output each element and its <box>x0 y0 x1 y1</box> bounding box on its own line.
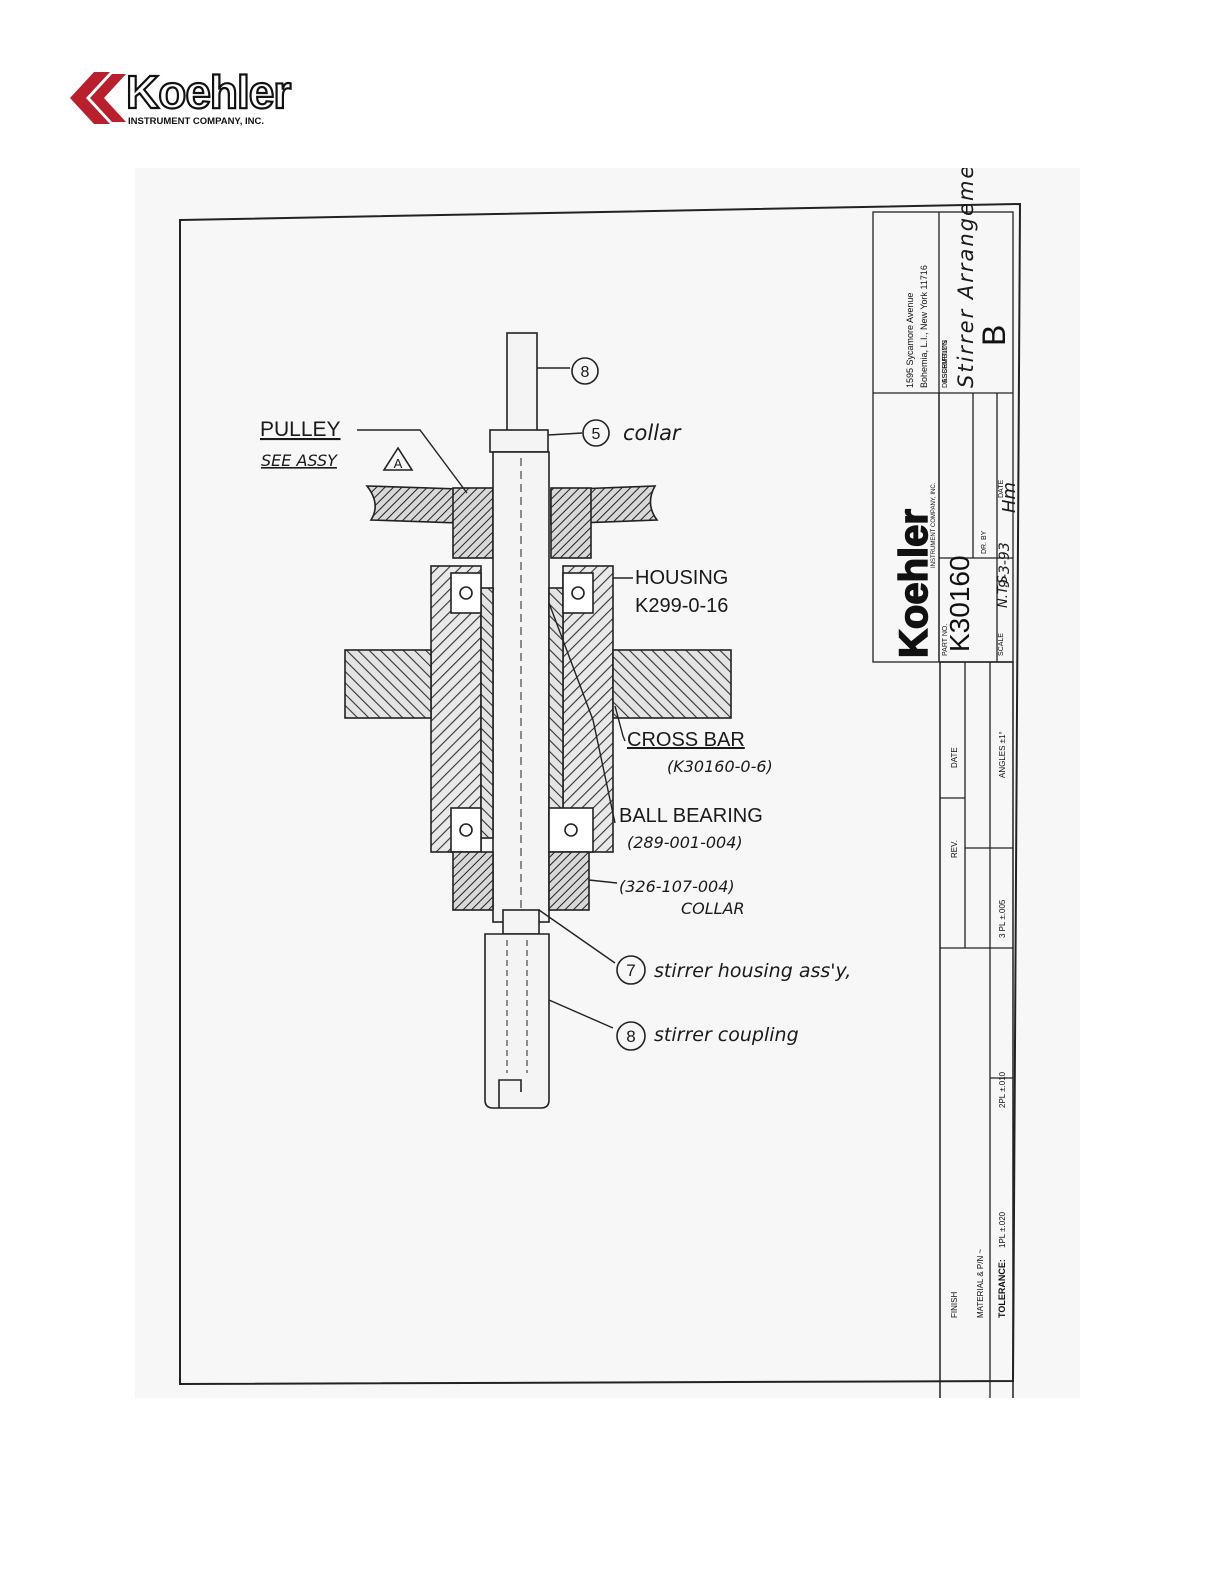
leader-lines <box>357 367 633 1029</box>
callout-housing: HOUSING K299-0-16 <box>635 567 728 617</box>
tb-date-label: DATE <box>998 480 1005 498</box>
lower-collar-part-number: (326-107-004) <box>619 877 735 896</box>
housing-part-number: K299-0-16 <box>635 595 728 617</box>
tb-material-label: MATERIAL & P/N ~ <box>976 1249 985 1318</box>
item-5-number: 5 <box>592 426 601 443</box>
callout-lower-collar: (326-107-004) COLLAR <box>619 877 745 918</box>
tb-tol-1pl: 1PL ±.020 <box>998 1211 1007 1248</box>
ball-bearing-part-number: (289-001-004) <box>627 833 743 852</box>
tb-rev-label: REV. <box>950 840 959 858</box>
callout-collar: 5 collar <box>582 419 682 447</box>
item-5-balloon <box>582 419 610 447</box>
tb-company-sub: INSTRUMENT COMPANY, INC. <box>931 482 937 568</box>
item-8-balloon <box>616 1021 646 1051</box>
title-block <box>872 211 1014 1398</box>
collar-label: collar <box>623 421 682 445</box>
lower-collar-label: COLLAR <box>681 899 745 918</box>
lower-collar-right <box>548 851 590 911</box>
tb-angles: ANGLES ±1° <box>998 731 1007 778</box>
item-7-balloon <box>616 955 646 985</box>
tb-tol-3pl: 3 PL ±.005 <box>998 899 1007 938</box>
title-block-text: Koehler INSTRUMENT COMPANY, INC. 1595 Sy… <box>891 168 1020 1318</box>
stirrer-coupling <box>484 933 550 1109</box>
stirrer-arrangement-drawing: 8 5 collar PULLEY SEE ASSY A HOUSING K29… <box>179 168 1022 1398</box>
callout-item-8-coupling: 8 stirrer coupling <box>616 1021 799 1051</box>
callout-cross-bar: CROSS BAR (K30160-0-6) <box>627 729 773 776</box>
callout-pulley: PULLEY SEE ASSY A <box>260 418 414 471</box>
drawing-sheet: 8 5 collar PULLEY SEE ASSY A HOUSING K29… <box>135 168 1080 1398</box>
tb-tol-2pl: 2PL ±.010 <box>998 1071 1007 1108</box>
item-8-top-balloon <box>571 357 599 385</box>
ball-bearing-label: BALL BEARING <box>619 805 763 827</box>
lower-shaft <box>502 909 540 935</box>
tb-drawn-by: Hm <box>999 482 1020 513</box>
tb-description-label: DESCRIPTION <box>942 340 949 388</box>
lower-bearing-ball-right <box>564 823 578 837</box>
pulley-ref-letter: A <box>394 456 403 471</box>
lower-collar-left <box>452 851 494 911</box>
item-7-number: 7 <box>626 961 635 980</box>
housing-inner-right <box>548 587 564 839</box>
cross-bar-label: CROSS BAR <box>627 729 745 751</box>
tb-date-value: 9-3-93 <box>997 542 1013 588</box>
logo-subtitle: INSTRUMENT COMPANY, INC. <box>128 116 264 127</box>
lower-bearing-ball-left <box>459 823 473 837</box>
pulley-ref-triangle <box>382 446 414 471</box>
tb-company: Koehler <box>892 509 936 658</box>
tb-scale-value: N.T.S <box>996 575 1011 608</box>
koehler-logo: Koehler INSTRUMENT COMPANY, INC. <box>70 68 293 127</box>
pulley-hub-right <box>550 487 592 559</box>
tb-finish-label: FINISH <box>950 1292 959 1318</box>
tb-drawn-label: DR. BY <box>981 530 988 554</box>
pulley-see-assy: SEE ASSY <box>261 451 338 470</box>
tb-scale-label: SCALE <box>998 633 1005 656</box>
tb-part-label: PART NO. <box>942 624 949 656</box>
item-7-label: stirrer housing ass'y, <box>654 960 851 982</box>
cross-bar-left <box>344 649 432 719</box>
tb-address-2: Bohemia, L.I., New York 11716 <box>919 265 929 388</box>
tb-assembly-value: B <box>976 325 1012 346</box>
item-8-top-number: 8 <box>581 364 590 381</box>
tb-date2-label: DATE <box>950 747 959 768</box>
coupling-slot <box>498 1079 522 1108</box>
cross-bar-right <box>612 649 732 719</box>
tb-assembly-label: ASSEMBLY'S <box>942 339 949 383</box>
pulley-label: PULLEY <box>260 418 341 441</box>
tb-tolerance-label: TOLERANCE: <box>997 1259 1007 1318</box>
callout-item-8-top: 8 <box>571 357 599 385</box>
housing-inner-left <box>480 587 494 839</box>
tb-part-number: K30160 <box>944 555 975 652</box>
stirrer-assembly <box>344 332 732 1109</box>
tb-description: Stirrer Arrangement <box>954 168 978 388</box>
top-shaft <box>506 332 538 432</box>
item-8-number: 8 <box>626 1027 635 1046</box>
lower-bearing-left <box>450 807 482 853</box>
housing-label: HOUSING <box>635 567 728 589</box>
item-8-label: stirrer coupling <box>654 1024 799 1046</box>
upper-bearing-ball-right <box>571 586 585 600</box>
tb-address-1: 1595 Sycamore Avenue <box>905 293 915 388</box>
top-collar <box>489 429 549 453</box>
callout-ball-bearing: BALL BEARING (289-001-004) <box>619 805 763 852</box>
callout-item-7: 7 stirrer housing ass'y, <box>616 955 851 985</box>
upper-bearing-ball-left <box>459 586 473 600</box>
logo-chevron-outer <box>70 72 110 124</box>
pulley-hub-left <box>452 487 494 559</box>
logo-wordmark: Koehler <box>126 68 291 118</box>
logo-chevron-inner <box>90 74 126 122</box>
cross-bar-part-number: (K30160-0-6) <box>667 757 773 776</box>
